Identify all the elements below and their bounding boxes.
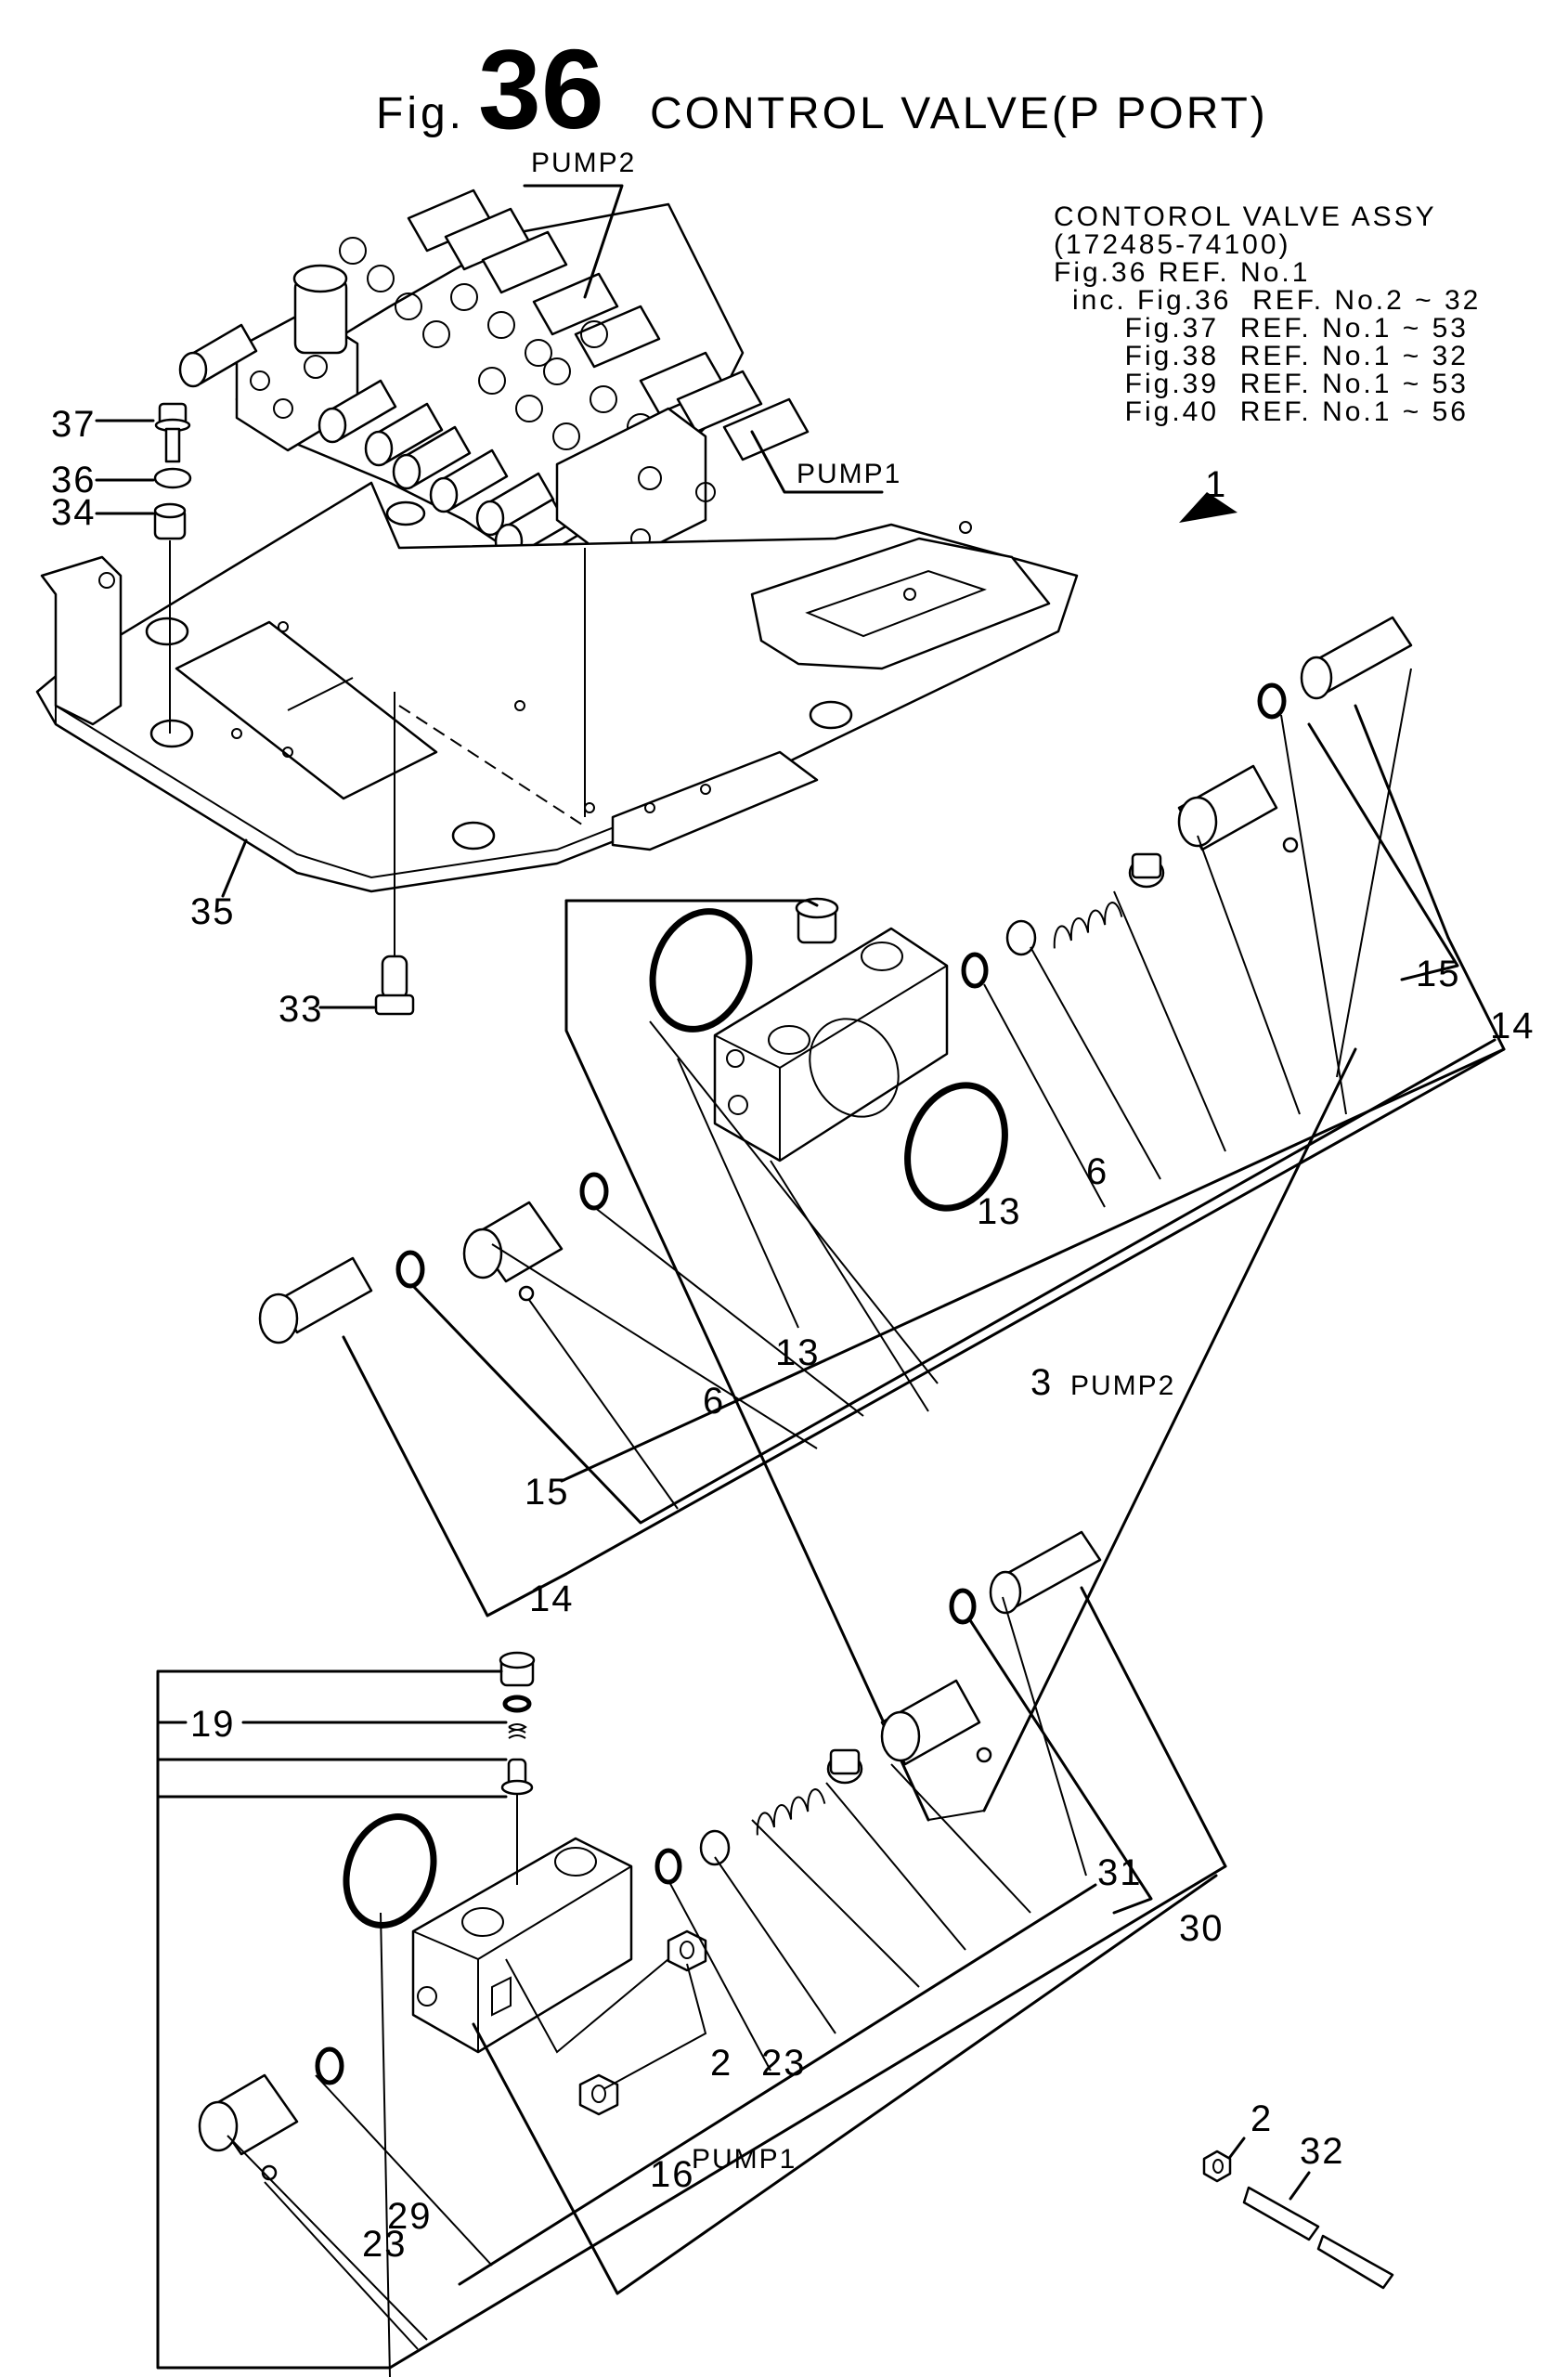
callout-label-6: 6 [1086,1151,1108,1192]
note-line: Fig.39 REF. No.1 ~ 53 [1072,369,1469,399]
note-line: Fig.38 REF. No.1 ~ 32 [1072,341,1469,371]
callout-label-29: 29 [387,2196,433,2237]
callout-label-14: 14 [1490,1006,1536,1046]
note-line: Fig.40 REF. No.1 ~ 56 [1072,396,1469,427]
callout-label-32: 32 [1300,2131,1345,2172]
note-line: inc. Fig.36 REF. No.2 ~ 32 [1072,285,1481,316]
mounting-plate [35,481,1079,984]
callout-30: 30 [1179,1908,1225,1949]
pointer-arrow-icon [1179,492,1238,523]
callout-14-left: 14 [529,1578,575,1619]
fastener-stack [153,402,192,734]
callout-6-left: 6 [703,1381,725,1422]
callout-1: 1 [1179,464,1238,523]
callout-label-23: 23 [362,2224,408,2265]
callout-14-upper: 14 [1490,1006,1536,1046]
callout-16: 16 PUMP1 [650,2144,797,2195]
callout-35: 35 [190,838,248,932]
callout-23-left: 23 [362,2224,408,2265]
figure-number: 36 [478,26,604,152]
callout-label-2: 2 [710,2043,732,2084]
figure-title-text: CONTROL VALVE(P PORT) [650,89,1268,138]
callout-34: 34 [51,492,155,533]
callout-6-right: 6 [1086,1151,1108,1192]
callout-label-6: 6 [703,1381,725,1422]
valve-ports [339,237,654,450]
callout-label-16: 16 [650,2154,695,2195]
pump1-inlet-block [343,1651,707,2116]
callout-3: 3 PUMP2 [1030,1362,1175,1403]
pump2-top-callout: PUMP2 [523,148,636,299]
note-line: CONTOROL VALVE ASSY [1054,201,1437,232]
figure-title: Fig. 36 CONTROL VALVE(P PORT) [376,26,1268,152]
mid-leader-lines [342,668,1506,1822]
callout-label-15: 15 [525,1472,570,1513]
callout-label-23: 23 [761,2043,807,2084]
callout-label-13: 13 [775,1332,821,1373]
figure-prefix: Fig. [376,89,465,138]
note-line: Fig.36 REF. No.1 [1054,257,1310,288]
callout-23-right: 23 [761,2043,807,2084]
pump2-relief-parts [961,616,1413,989]
callout-label-19: 19 [190,1704,236,1745]
callout-label-37: 37 [51,404,97,445]
callout-31: 31 [1097,1852,1143,1893]
callout-label-35: 35 [190,891,236,932]
callout-15-upper: 15 [1416,954,1461,994]
callout-label-36: 36 [51,460,97,500]
note-line: Fig.37 REF. No.1 ~ 53 [1072,313,1469,344]
bottom-leader-lines [156,1586,1227,2377]
callout-label-14: 14 [529,1578,575,1619]
callout-36: 36 [51,460,155,500]
control-valve-stack [178,188,810,560]
pump1-top-label: PUMP1 [797,459,901,489]
callout-label-15: 15 [1416,954,1461,994]
callout-15-left: 15 [525,1472,570,1513]
callout-13-right: 13 [977,1191,1022,1232]
callout-label-13: 13 [977,1191,1022,1232]
callout-37: 37 [51,404,155,445]
callout-2-block: 2 [710,2043,732,2084]
note-line: (172485-74100) [1054,229,1291,260]
tie-rod-assembly: 2 32 [1202,2098,1394,2290]
pump2-mid-label: PUMP2 [1070,1370,1175,1401]
pump1-bottom-label: PUMP1 [692,2144,797,2175]
assembly-note: CONTOROL VALVE ASSY (172485-74100) Fig.3… [1054,201,1481,427]
callout-label-3: 3 [1030,1362,1053,1403]
callout-label-34: 34 [51,492,97,533]
callout-label-30: 30 [1179,1908,1225,1949]
spring-icon [508,1723,527,1739]
callout-label-31: 31 [1097,1852,1143,1893]
pump2-left-parts [258,1172,609,1344]
pump1-top-callout: PUMP1 [750,430,901,494]
callout-19: 19 [190,1704,236,1745]
callout-29: 29 [387,2196,433,2237]
callout-label-33: 33 [279,989,324,1030]
pump2-inlet-block [649,897,1008,1212]
pump1-relief-parts [654,1530,1102,1885]
callout-13-left: 13 [775,1332,821,1373]
callout-33: 33 [279,955,415,1030]
pump2-top-label: PUMP2 [531,148,636,178]
pump1-left-parts [198,2046,344,2181]
spring-icon [1053,902,1123,949]
callout-label-2: 2 [1251,2098,1273,2139]
